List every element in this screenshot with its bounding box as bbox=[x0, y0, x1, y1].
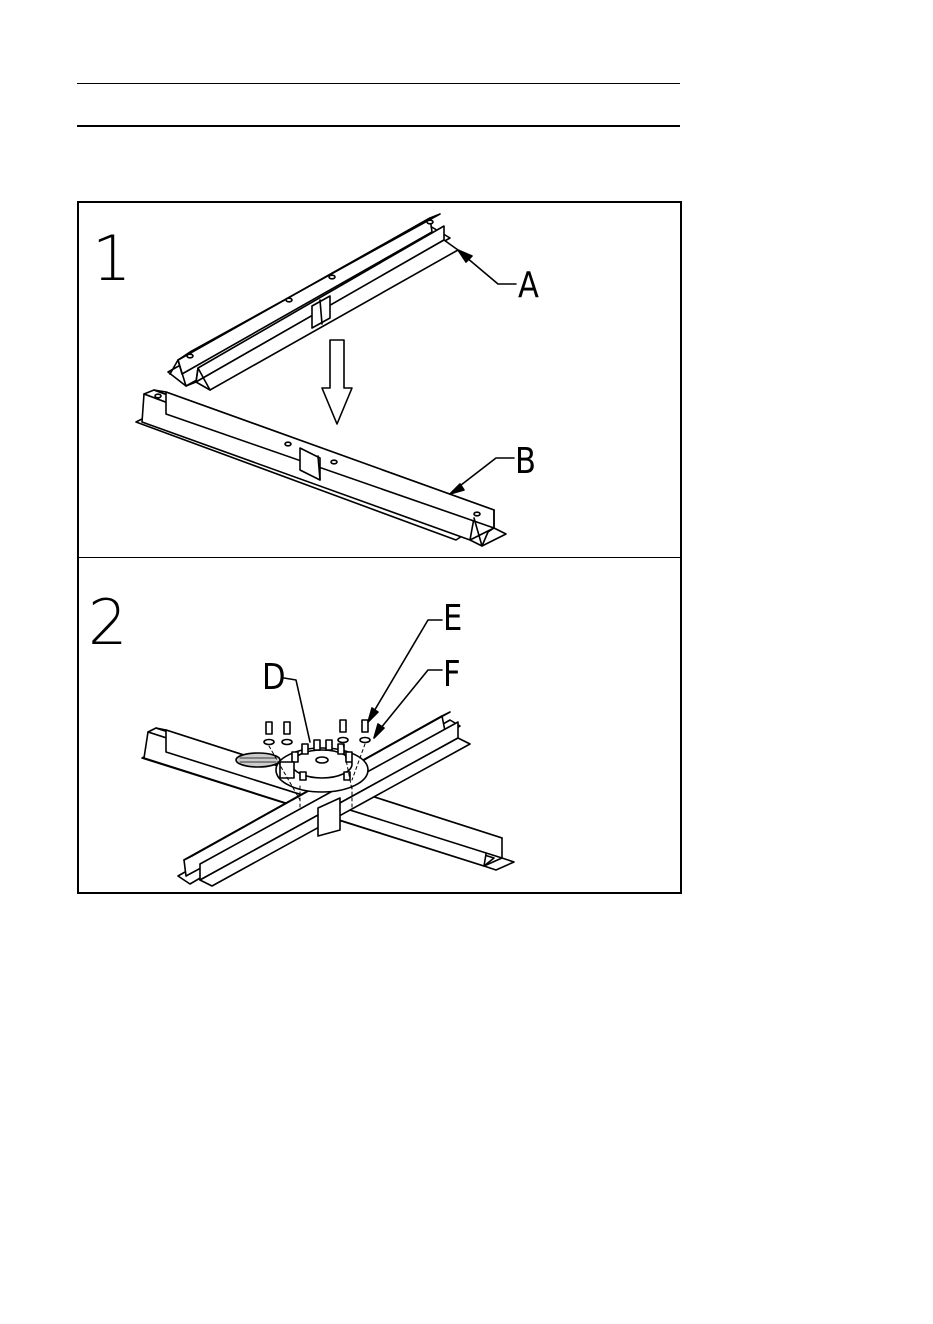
foot-pad bbox=[236, 753, 280, 767]
channel-part-b bbox=[136, 390, 506, 546]
down-arrow-icon bbox=[322, 340, 352, 424]
channel-part-a bbox=[168, 214, 458, 390]
cross-base bbox=[142, 712, 514, 886]
